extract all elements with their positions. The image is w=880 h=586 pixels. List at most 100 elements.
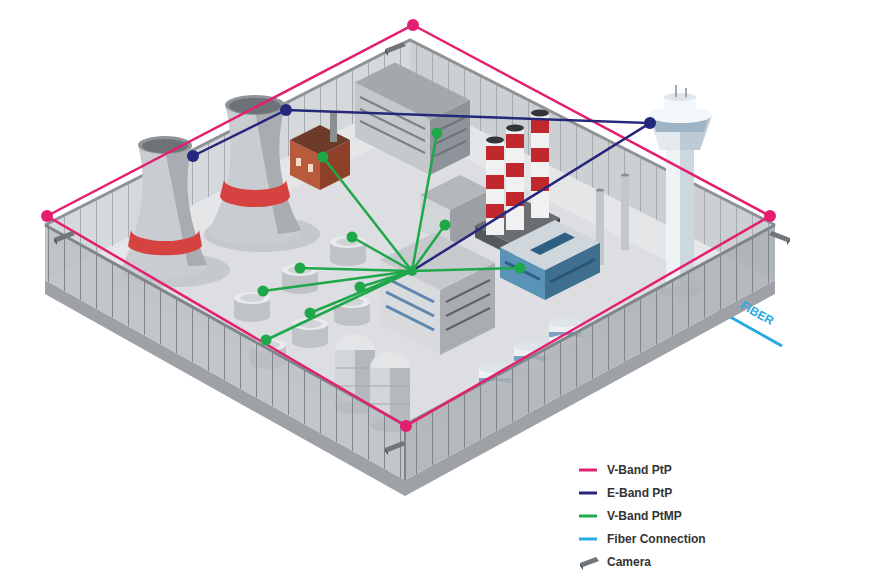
- e-band-ptp-link: [193, 110, 650, 271]
- cooling-tower: [204, 95, 320, 252]
- silo: [370, 352, 410, 368]
- ptmp-radio-dot: [432, 128, 443, 139]
- cooling-tower: [225, 95, 285, 115]
- main-building: [386, 306, 434, 330]
- storage-tank: [330, 254, 366, 266]
- exhaust-pipe: [596, 174, 629, 266]
- blue-building: [500, 220, 600, 270]
- brick-building: [296, 158, 301, 166]
- office-building: [355, 63, 470, 176]
- main-building: [386, 278, 434, 302]
- perimeter-radio-dot: [400, 420, 412, 432]
- ptmp-radio-dot: [440, 220, 451, 231]
- blue-building: [530, 233, 575, 256]
- v-band-ptmp-link: [412, 133, 437, 271]
- silo: [370, 404, 410, 405]
- perimeter-radio-dot: [407, 19, 419, 31]
- ptmp-radio-dot: [258, 128, 526, 346]
- utility-building: [420, 175, 490, 210]
- chimney: [506, 128, 524, 230]
- ptp-radio-dot: [644, 117, 656, 129]
- v-band-ptp-link: [47, 25, 770, 426]
- v-band-ptp-link: [47, 25, 770, 426]
- camera-icon: [385, 441, 406, 455]
- legend-label: Fiber Connection: [607, 532, 706, 546]
- legend-line-sample: [579, 470, 597, 471]
- legend-line-sample: [579, 516, 597, 517]
- camera-icon: [54, 231, 75, 245]
- legend-line-sample: [579, 538, 597, 541]
- back-fence: [45, 40, 410, 280]
- camera-icon: [54, 238, 57, 245]
- chimney: [531, 148, 549, 162]
- storage-tank: [234, 310, 270, 322]
- main-building: [446, 294, 490, 316]
- legend-label: V-Band PtMP: [607, 509, 682, 523]
- chimney: [506, 125, 524, 132]
- perimeter-radio-dot: [764, 210, 776, 222]
- front-fence: [405, 225, 775, 480]
- chimney: [486, 146, 504, 160]
- front-fence: [405, 225, 775, 480]
- chimney: [531, 113, 549, 218]
- chimney: [506, 163, 524, 177]
- camera-icon: [385, 49, 388, 56]
- camera-icon: [385, 42, 406, 56]
- office-building: [355, 63, 470, 121]
- back-fence: [45, 40, 410, 280]
- front-fence: [45, 225, 405, 480]
- ptmp-radio-dot: [407, 266, 417, 276]
- cooling-tower: [220, 180, 290, 207]
- camera-icon: [769, 231, 790, 242]
- silo: [335, 334, 375, 350]
- office-building: [435, 141, 466, 156]
- ptp-radio-dot: [187, 104, 656, 162]
- legend-label: V-Band PtP: [607, 463, 672, 477]
- chimney: [531, 119, 549, 133]
- v-band-ptmp-link: [412, 268, 520, 271]
- v-band-ptmp-link: [266, 271, 412, 340]
- chimney: [506, 125, 524, 231]
- v-band-ptmp-link: [263, 133, 520, 340]
- chimney: [506, 134, 524, 148]
- camera-icon: [787, 238, 790, 245]
- cooling-tower: [229, 98, 281, 114]
- exhaust-pipe: [596, 189, 604, 192]
- ptmp-radio-dot: [318, 152, 329, 163]
- blue-building: [500, 220, 600, 300]
- water-tank: [549, 317, 581, 327]
- front-fence: [404, 425, 406, 480]
- control-tower: [675, 85, 677, 97]
- storage-tank: [292, 318, 328, 348]
- ptmp-radio-dot: [355, 282, 366, 293]
- main-building: [446, 280, 490, 302]
- legend-camera-icon: [580, 557, 599, 570]
- main-building: [446, 308, 490, 330]
- control-tower: [685, 88, 687, 97]
- e-band-ptp-link: [193, 110, 650, 271]
- silo: [335, 386, 375, 387]
- chimney: [486, 137, 504, 144]
- camera-icon: [54, 231, 75, 242]
- legend-label: Camera: [607, 555, 651, 569]
- camera-icon: [769, 231, 790, 245]
- legend-camera-icon: [580, 563, 583, 570]
- legend-line-sample: [579, 493, 597, 494]
- storage-tank: [292, 336, 328, 348]
- main-building: [386, 292, 434, 316]
- office-building: [360, 121, 425, 153]
- v-band-ptmp-link: [412, 225, 445, 271]
- blue-building: [550, 260, 595, 283]
- legend-swatches: [579, 470, 599, 570]
- cooling-tower: [120, 136, 230, 287]
- exhaust-pipe: [621, 175, 629, 250]
- front-fence: [45, 225, 405, 480]
- camera-icon: [385, 448, 388, 455]
- ptmp-radio-dot: [295, 263, 306, 274]
- legend-line-sample: [579, 539, 597, 540]
- perimeter-radio-dot: [41, 210, 53, 222]
- v-band-ptmp-link: [323, 157, 412, 271]
- v-band-ptmp-link: [352, 237, 412, 271]
